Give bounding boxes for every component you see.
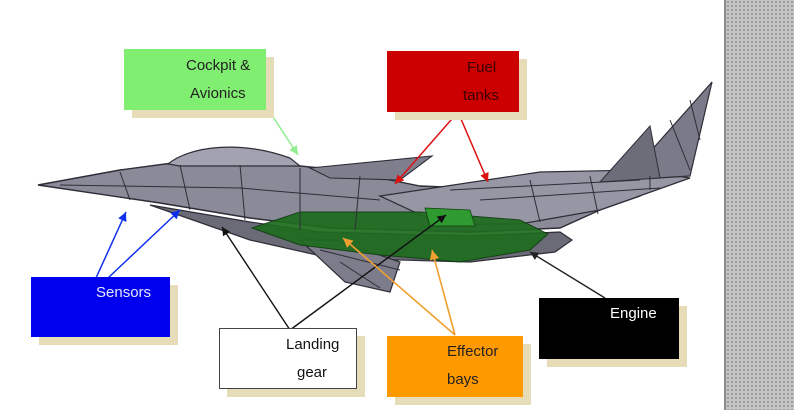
sensors-arrow-upper [95, 211, 127, 279]
effector-arrow-right [429, 249, 456, 336]
label-sensors-line1: Sensors [96, 284, 152, 301]
side-panel [726, 0, 794, 410]
label-fuel-tanks: Fuel tanks [387, 51, 519, 112]
label-sensors: Sensors [31, 277, 170, 337]
label-fuel-line2: tanks [463, 87, 499, 104]
label-cockpit-line2: Avionics [190, 85, 246, 102]
label-landing-gear: Landing gear [219, 328, 357, 389]
engine-arrow [529, 251, 606, 299]
label-effector-line1: Effector [447, 343, 499, 360]
sensors-arrow-lower [107, 209, 181, 279]
label-engine-line1: Engine [610, 305, 657, 322]
label-effector-line2: bays [447, 371, 479, 388]
side-panel-edge [724, 0, 727, 410]
label-landing-line1: Landing [286, 336, 340, 353]
label-landing-line2: gear [297, 364, 328, 381]
effector-arrow-left [342, 237, 456, 336]
tail-root [598, 124, 661, 183]
canard [308, 155, 434, 181]
label-engine: Engine [539, 298, 679, 359]
fuel-arrow-left [394, 111, 459, 185]
landing-arrow-left [221, 226, 291, 331]
label-cockpit-avionics: Cockpit & Avionics [124, 49, 266, 110]
cockpit-canopy [166, 146, 302, 167]
label-fuel-line1: Fuel [467, 59, 497, 76]
effector-bay-highlight [424, 207, 476, 227]
landing-arrow-right [289, 214, 447, 331]
effector-bay-region [250, 211, 549, 263]
panel-lines [59, 99, 701, 289]
label-effector-bays: Effector bays [387, 336, 523, 397]
fuel-arrow-right [457, 111, 489, 183]
label-cockpit-line1: Cockpit & [186, 57, 251, 74]
cockpit-arrow [261, 99, 299, 156]
